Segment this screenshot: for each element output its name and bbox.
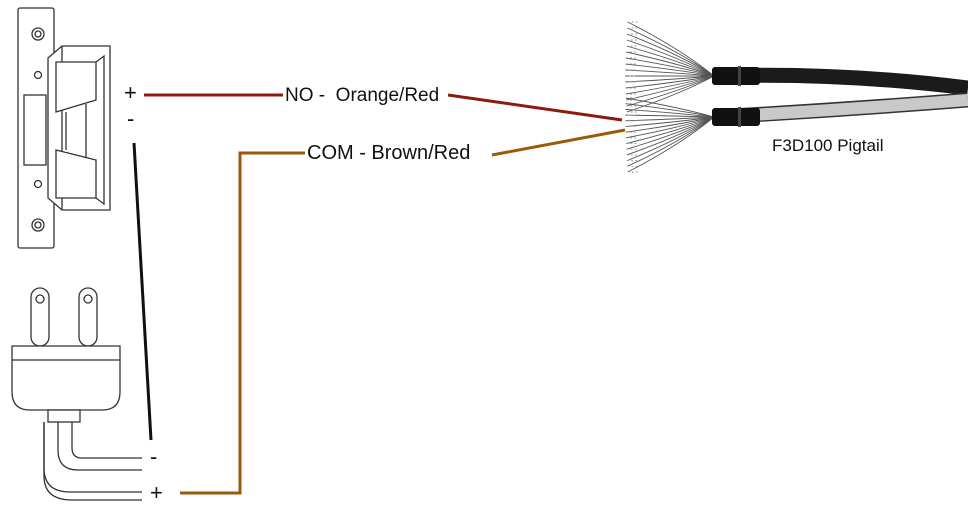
pigtail-fan-top — [625, 21, 715, 113]
strike-plus-terminal: + — [124, 80, 137, 105]
strike-screw-mid-top — [33, 70, 43, 80]
pigtail-strand — [625, 116, 715, 122]
pigtail-strand — [626, 75, 715, 107]
pigtail-strand — [625, 75, 715, 83]
pigtail-strand — [626, 51, 715, 77]
com-wire-label: COM - Brown/Red — [307, 142, 471, 164]
pigtail-strand — [625, 63, 715, 77]
plug-prong-right — [78, 287, 98, 347]
strike-screw-mid-bottom — [33, 179, 43, 189]
f3d100-pigtail — [625, 21, 968, 173]
strike-screw-bottom — [31, 218, 45, 232]
pigtail-strand — [627, 21, 715, 77]
pigtail-strand — [626, 75, 715, 113]
pigtail-strand — [626, 116, 715, 144]
pigtail-label: F3D100 Pigtail — [772, 136, 884, 155]
pigtail-strand — [625, 69, 715, 77]
pigtail-strand — [626, 116, 715, 156]
pigtail-strand — [625, 97, 715, 118]
strike-keeper-top — [55, 61, 97, 113]
strike-minus-terminal: - — [127, 106, 135, 131]
pigtail-strand — [625, 75, 715, 95]
no-wire-label: NO - Orange/Red — [285, 85, 440, 106]
strike-screw-top — [31, 27, 45, 41]
pigtail-strand — [625, 75, 715, 89]
pigtail-sleeve-top — [712, 67, 760, 85]
plug-cord-top — [57, 422, 142, 471]
pigtail-strand — [626, 33, 715, 77]
electric-strike — [17, 7, 111, 249]
pigtail-strand — [626, 116, 715, 150]
pigtail-sleeve-bottom — [712, 108, 760, 126]
wire-com-brown-red — [180, 128, 626, 495]
pigtail-strand — [625, 114, 715, 118]
pigtail-strand — [625, 116, 715, 133]
pigtail-strand — [626, 75, 715, 101]
pigtail-fan-bottom — [625, 97, 715, 173]
pigtail-strand — [626, 39, 715, 77]
plug-body — [11, 345, 121, 411]
pigtail-strand — [625, 116, 715, 127]
plug-minus-terminal: - — [150, 444, 158, 469]
pigtail-strand — [626, 45, 715, 77]
pigtail-strand — [627, 116, 715, 167]
pigtail-strand — [625, 116, 715, 139]
pigtail-strand — [627, 116, 715, 162]
pigtail-strand — [625, 108, 715, 118]
power-plug — [11, 287, 142, 501]
plug-neck — [47, 409, 81, 423]
pigtail-strand — [625, 57, 715, 77]
pigtail-strand — [625, 103, 715, 118]
wire-negative-black — [132, 142, 153, 441]
plug-plus-terminal: + — [150, 480, 163, 505]
plug-prong-left — [30, 287, 50, 347]
pigtail-strand — [627, 116, 715, 173]
strike-opening — [23, 94, 47, 166]
pigtail-strand — [627, 27, 715, 77]
wire-no-orange-red — [144, 93, 623, 122]
